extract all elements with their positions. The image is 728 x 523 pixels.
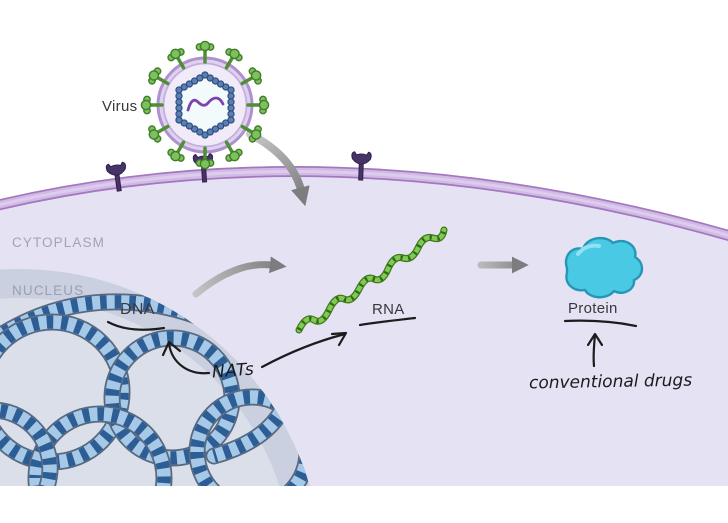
transcription-arrow-icon — [192, 256, 287, 298]
protein-underline — [563, 319, 638, 328]
hand-annotations — [106, 316, 638, 375]
spike-protein-icon — [148, 124, 170, 143]
rna-label: RNA — [372, 301, 405, 318]
viral-rna-icon — [186, 96, 225, 112]
nucleus-label: NUCLEUS — [12, 283, 85, 298]
protein-blob-icon — [564, 236, 644, 299]
virus-capsid-icon — [175, 71, 235, 139]
spike-protein-icon — [167, 140, 186, 162]
rna-underline — [358, 316, 417, 327]
spike-protein-icon — [240, 124, 262, 143]
rna-strand-icon — [295, 226, 448, 334]
dna-label: DNA — [120, 301, 155, 318]
dna-helix-rope — [27, 405, 173, 486]
cytoplasm-label: CYTOPLASM — [12, 235, 105, 250]
spike-protein-icon — [240, 67, 262, 86]
nats-annotation: NATs — [211, 359, 255, 383]
virus-label: Virus — [102, 98, 138, 115]
spike-protein-icon — [167, 48, 186, 70]
virus-particle-icon — [140, 40, 270, 170]
spike-protein-icon — [224, 140, 243, 162]
spike-protein-icon — [195, 40, 215, 64]
cell-membrane — [0, 166, 728, 242]
membrane-receptor-icon — [105, 161, 126, 192]
dna-underline — [106, 320, 166, 331]
dna-helix-rope — [0, 401, 59, 486]
spike-protein-icon — [224, 48, 243, 70]
nats-arrow-to-dna-icon — [167, 342, 211, 375]
nats-arrow-to-rna-icon — [260, 332, 347, 369]
membrane-receptor-icon — [351, 151, 372, 181]
conventional-drugs-annotation: conventional drugs — [528, 370, 693, 394]
spike-protein-icon — [140, 95, 164, 115]
protein-label: Protein — [568, 300, 618, 317]
dna-helix-rope — [0, 313, 131, 471]
spike-protein-icon — [148, 67, 170, 86]
spike-protein-icon — [195, 146, 215, 170]
spike-protein-icon — [140, 40, 270, 170]
spike-protein-icon — [246, 95, 270, 115]
drugs-arrow-to-protein-icon — [592, 333, 597, 368]
